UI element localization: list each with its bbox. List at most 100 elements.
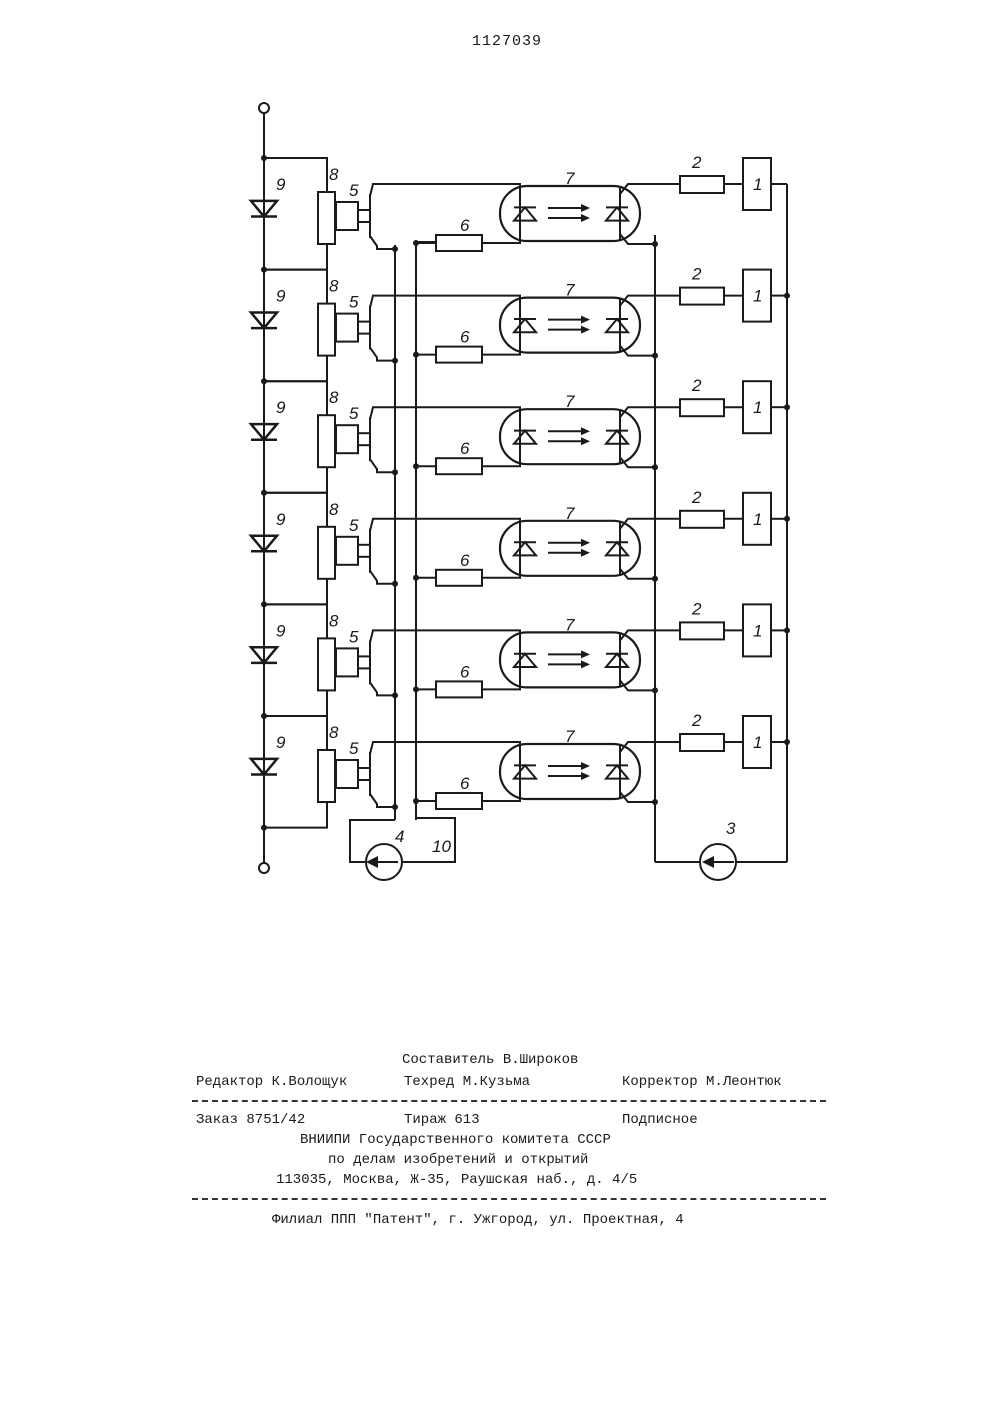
address-line: 113035, Москва, Ж-35, Раушская наб., д. … (276, 1172, 637, 1188)
resistor-6 (436, 681, 482, 697)
label-2: 2 (691, 265, 702, 284)
junction-dot (784, 516, 790, 522)
junction-dot (392, 469, 398, 475)
divider-rule (192, 1100, 826, 1102)
resistor-6 (436, 347, 482, 363)
wire (264, 356, 327, 382)
wire (264, 493, 327, 527)
wire (370, 571, 395, 584)
junction-dot (784, 293, 790, 299)
resistor-6 (436, 570, 482, 586)
top-terminal (259, 103, 269, 113)
label-5: 5 (349, 739, 359, 758)
organization-line-1: ВНИИПИ Государственного комитета СССР (300, 1132, 611, 1148)
techred-line: Техред М.Кузьма (404, 1074, 530, 1090)
label-7: 7 (565, 727, 575, 746)
wire (370, 296, 520, 310)
bottom-terminal (259, 863, 269, 873)
label-5: 5 (349, 516, 359, 535)
potentiometer-8 (318, 527, 335, 579)
wire (264, 716, 327, 750)
junction-dot (413, 686, 419, 692)
label-6: 6 (460, 662, 470, 681)
organization-line-2: по делам изобретений и открытий (328, 1152, 588, 1168)
transistor-5 (336, 202, 358, 230)
divider-rule (192, 1198, 826, 1200)
label-2: 2 (691, 153, 702, 172)
label-9: 9 (276, 510, 286, 529)
resistor-2 (680, 734, 724, 751)
label-5: 5 (349, 181, 359, 200)
label-6: 6 (460, 774, 470, 793)
potentiometer-8 (318, 304, 335, 356)
junction-dot (413, 352, 419, 358)
resistor-2 (680, 622, 724, 639)
junction-dot (652, 799, 658, 805)
wire (370, 630, 520, 644)
resistor-2 (680, 511, 724, 528)
label-8: 8 (329, 500, 339, 519)
resistor-2 (680, 399, 724, 416)
junction-dot (784, 627, 790, 633)
junction-dot (392, 581, 398, 587)
order-line: Заказ 8751/42 (196, 1112, 305, 1128)
junction-dot (392, 246, 398, 252)
label-6: 6 (460, 439, 470, 458)
junction-dot (652, 687, 658, 693)
label-9: 9 (276, 621, 286, 640)
label-2: 2 (691, 376, 702, 395)
label-8: 8 (329, 165, 339, 184)
label-7: 7 (565, 504, 575, 523)
label-7: 7 (565, 615, 575, 634)
subscription-line: Подписное (622, 1112, 698, 1128)
junction-dot (392, 358, 398, 364)
label-8: 8 (329, 388, 339, 407)
label-9: 9 (276, 398, 286, 417)
wire (264, 802, 327, 828)
wire (370, 236, 395, 249)
junction-dot (784, 739, 790, 745)
wire (264, 604, 327, 638)
label-10: 10 (432, 837, 451, 856)
wire (264, 690, 327, 716)
label-9: 9 (276, 287, 286, 306)
label-7: 7 (565, 392, 575, 411)
junction-dot (413, 463, 419, 469)
label-7: 7 (565, 281, 575, 300)
label-5: 5 (349, 293, 359, 312)
label-2: 2 (691, 711, 702, 730)
label-1: 1 (753, 733, 762, 752)
potentiometer-8 (318, 415, 335, 467)
wire (264, 270, 327, 304)
wire (370, 742, 520, 756)
junction-dot (392, 692, 398, 698)
wire (370, 407, 520, 421)
wire (264, 381, 327, 415)
wire (370, 682, 395, 695)
junction-dot (652, 464, 658, 470)
resistor-6 (436, 793, 482, 809)
wire (264, 579, 327, 605)
label-9: 9 (276, 175, 286, 194)
junction-dot (392, 804, 398, 810)
label-1: 1 (753, 621, 762, 640)
wire (264, 467, 327, 493)
label-1: 1 (753, 175, 762, 194)
label-6: 6 (460, 328, 470, 347)
label-8: 8 (329, 277, 339, 296)
junction-dot (784, 404, 790, 410)
resistor-6 (436, 235, 482, 251)
label-7: 7 (565, 169, 575, 188)
label-3: 3 (726, 819, 736, 838)
potentiometer-8 (318, 192, 335, 244)
junction-dot (652, 241, 658, 247)
wire (370, 794, 395, 807)
wire (370, 519, 520, 533)
label-6: 6 (460, 551, 470, 570)
potentiometer-8 (318, 638, 335, 690)
circulation-line: Тираж 613 (404, 1112, 480, 1128)
label-8: 8 (329, 723, 339, 742)
label-1: 1 (753, 398, 762, 417)
compiler-line: Составитель В.Широков (402, 1052, 578, 1068)
